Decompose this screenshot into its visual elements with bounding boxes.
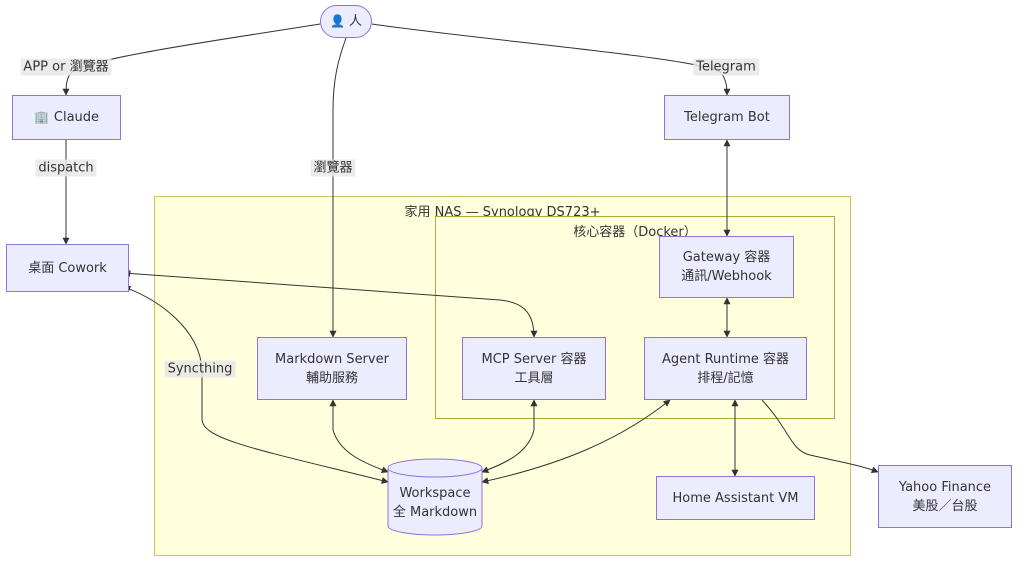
edge-agent-workspace — [481, 399, 671, 485]
edge-label-telegram: Telegram — [693, 58, 759, 76]
edge-mcp-workspace — [481, 399, 538, 473]
edge-agent-yahoo — [761, 399, 879, 473]
person-node: 👤 人 — [320, 5, 372, 38]
gateway-node: Gateway 容器 通訊/Webhook — [659, 236, 794, 298]
markdown-server-node: Markdown Server 輔助服務 — [257, 337, 407, 400]
desktop-cowork-node: 桌面 Cowork — [6, 244, 129, 292]
building-icon: 🏢 — [33, 110, 49, 124]
agent-runtime-node: Agent Runtime 容器 排程/記憶 — [644, 337, 807, 400]
yahoo-finance-node: Yahoo Finance 美股／台股 — [878, 465, 1012, 528]
edge-label-dispatch: dispatch — [35, 159, 97, 177]
claude-node: 🏢 Claude — [12, 95, 121, 140]
edge-markdown-workspace — [329, 399, 389, 473]
workspace-node: Workspace 全 Markdown — [392, 486, 478, 520]
telegram-bot-node: Telegram Bot — [664, 95, 790, 140]
edge-label-browser: 瀏覽器 — [310, 159, 356, 177]
person-icon: 👤 — [330, 14, 345, 28]
home-assistant-node: Home Assistant VM — [656, 476, 815, 520]
workspace-cylinder — [387, 458, 483, 536]
edge-person-markdown — [329, 37, 347, 338]
edge-cowork-mcp — [123, 269, 538, 338]
edge-cowork-workspace — [123, 285, 389, 484]
mcp-server-node: MCP Server 容器 工具層 — [462, 337, 606, 400]
edge-label-app-or-browser: APP or 瀏覽器 — [20, 58, 112, 76]
edge-label-syncthing: Syncthing — [164, 360, 236, 378]
edge-person-telegram — [371, 23, 731, 96]
